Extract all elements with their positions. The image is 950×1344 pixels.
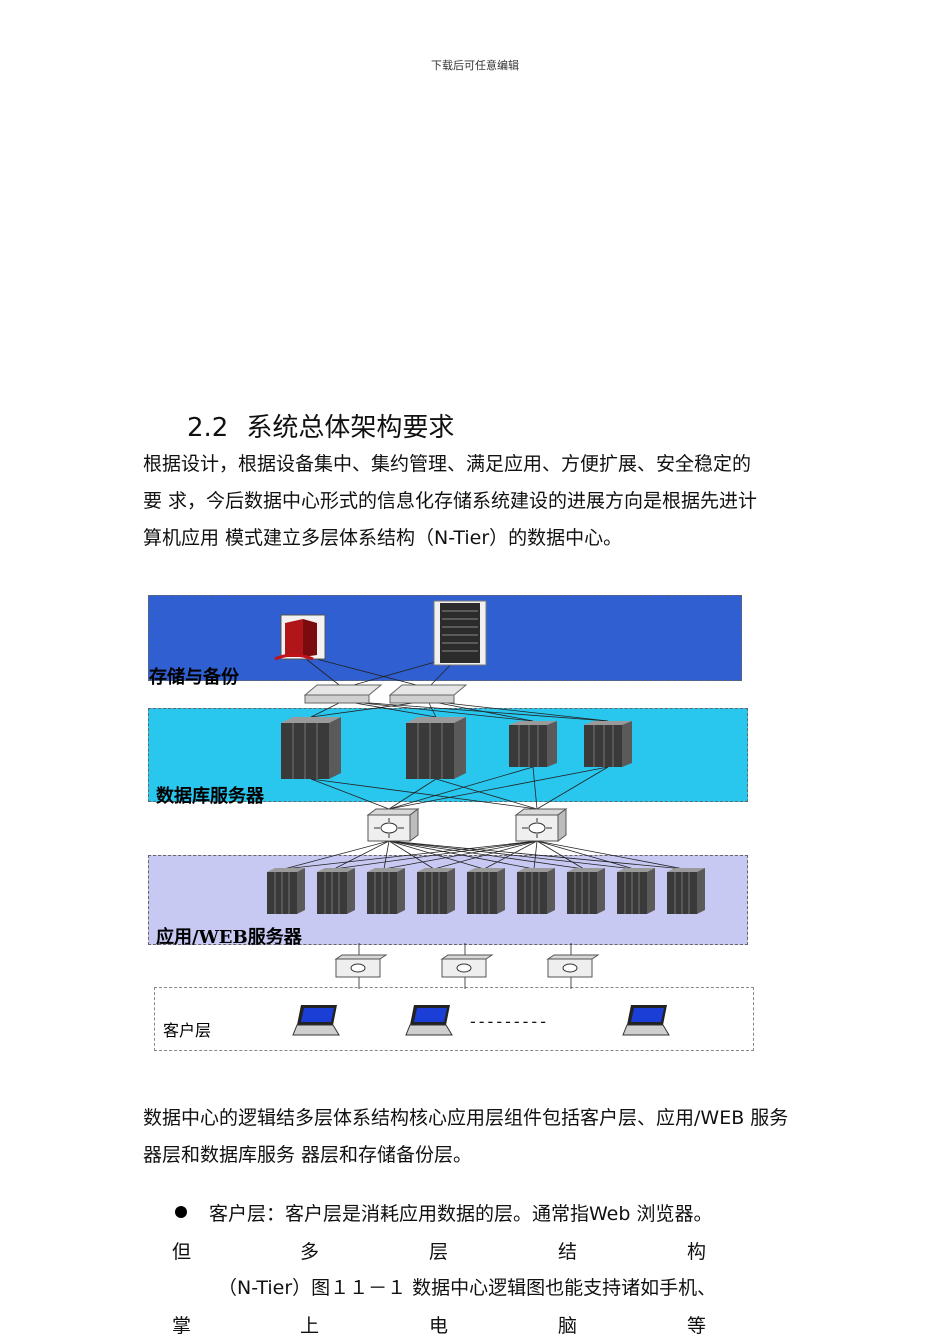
rack-server-icon <box>367 868 405 914</box>
intro-line: 要 求，今后数据中心形式的信息化存储系统建设的进展方向是根据先进计 <box>143 490 758 512</box>
rack-server-icon <box>267 868 305 914</box>
spread-char: 脑 <box>558 1315 578 1337</box>
spread-char: 掌 <box>172 1315 192 1337</box>
spread-char: 电 <box>429 1315 449 1337</box>
rack-server-icon <box>584 721 632 767</box>
laptop-icon <box>292 1005 340 1036</box>
rack-server-icon <box>567 868 605 914</box>
summary-line: 器层和数据库服务 器层和存储备份层。 <box>143 1144 473 1166</box>
network-switch-icon <box>366 808 420 842</box>
summary-paragraph: 数据中心的逻辑结多层体系结构核心应用层组件包括客户层、应用/WEB 服务 器层和… <box>143 1100 949 1174</box>
laptop-icon <box>622 1005 670 1036</box>
section-title: 系统总体架构要求 <box>246 413 455 443</box>
bullet-text: 客户层：客户层是消耗应用数据的层。通常指Web 浏览器。 <box>209 1203 713 1225</box>
rack-server-icon <box>433 600 487 666</box>
spread-char: 多 <box>300 1241 320 1263</box>
section-number: 2.2 <box>187 413 229 443</box>
rack-server-icon <box>317 868 355 914</box>
section-heading: 2.2 系统总体架构要求 <box>187 407 454 444</box>
spread-char: 层 <box>429 1241 449 1263</box>
client-ellipsis: --------- <box>470 1012 549 1031</box>
spread-char: 上 <box>300 1315 320 1337</box>
network-switch-icon <box>334 954 388 978</box>
rack-server-icon <box>617 868 655 914</box>
laptop-icon <box>405 1005 453 1036</box>
rack-server-icon <box>467 868 505 914</box>
rack-server-icon <box>406 717 466 779</box>
database-layer-label: 数据库服务器 <box>156 786 264 807</box>
storage-layer-label: 存储与备份 <box>149 667 239 688</box>
spread-char: 等 <box>687 1315 707 1337</box>
body-line: （N-Tier）图１１－１ 数据中心逻辑图也能支持诸如手机、 <box>218 1277 717 1299</box>
rack-server-icon <box>417 868 455 914</box>
app-layer-label: 应用/WEB服务器 <box>156 927 302 948</box>
spread-char: 结 <box>558 1241 578 1263</box>
client-layer-label: 客户层 <box>163 1021 212 1040</box>
page-header-note: 下载后可任意编辑 <box>431 59 519 72</box>
bullet-dot-icon <box>175 1206 187 1218</box>
rack-server-icon <box>517 868 555 914</box>
fc-switch-icon <box>303 684 383 704</box>
network-switch-icon <box>440 954 494 978</box>
rack-server-icon <box>509 721 557 767</box>
fc-switch-icon <box>388 684 468 704</box>
intro-line: 算机应用 模式建立多层体系结构（N-Tier）的数据中心。 <box>143 527 623 549</box>
network-links <box>283 654 685 989</box>
architecture-diagram: 存储与备份 数据库服务器 应用 <box>145 593 760 1055</box>
spread-char: 但 <box>172 1241 192 1263</box>
rack-server-icon <box>667 868 705 914</box>
spread-char: 构 <box>687 1241 707 1263</box>
rack-server-icon <box>281 717 341 779</box>
bullet-item: 客户层：客户层是消耗应用数据的层。通常指Web 浏览器。 <box>175 1199 712 1226</box>
network-switch-icon <box>546 954 600 978</box>
storage-array-icon <box>274 614 326 661</box>
summary-line: 数据中心的逻辑结多层体系结构核心应用层组件包括客户层、应用/WEB 服务 <box>143 1107 789 1129</box>
intro-line: 根据设计，根据设备集中、集约管理、满足应用、方便扩展、安全稳定的 <box>143 453 752 475</box>
intro-paragraph: 根据设计，根据设备集中、集约管理、满足应用、方便扩展、安全稳定的 要 求，今后数… <box>143 446 949 557</box>
network-switch-icon <box>514 808 568 842</box>
